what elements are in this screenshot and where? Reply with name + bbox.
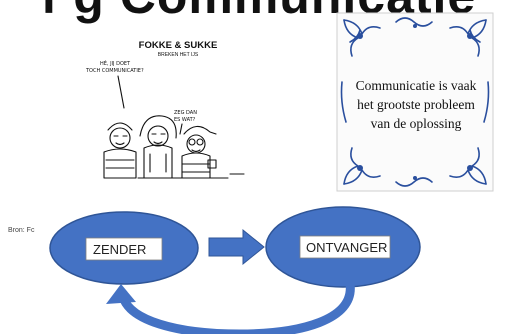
cartoon-heading: FOKKE & SUKKE <box>139 40 218 51</box>
delft-tile <box>336 12 494 192</box>
receiver-label-box <box>299 235 391 259</box>
receiver-label: ONTVANGER <box>306 240 387 255</box>
forward-arrow <box>208 228 265 266</box>
cartoon-bubble-right-1: ZEG DAN <box>174 110 197 116</box>
fokke-sukke-cartoon: FOKKE & SUKKE BREKEN HET IJS HÉ, JIJ DOE… <box>85 40 245 179</box>
cartoon-bubble-left-1: HÉ, JIJ DOET <box>100 59 131 67</box>
feedback-arrowhead <box>106 284 136 304</box>
sender-label-box <box>85 237 163 261</box>
cartoon-bubble-left-2: TOCH COMMUNICATIE? <box>85 68 144 74</box>
sender-label: ZENDER <box>93 242 146 257</box>
cartoon-subheading: BREKEN HET IJS <box>158 52 199 58</box>
tile-quote: Communicatie is vaak het grootste proble… <box>347 76 485 133</box>
tile-quote-line-1: Communicatie is vaak <box>355 78 477 93</box>
tile-ornament-dots <box>357 24 473 180</box>
source-label: Bron: Fc <box>8 227 35 234</box>
communication-diagram: ZENDER ONTVANGER <box>49 206 421 334</box>
tile-quote-line-3: van de oplossing <box>370 116 462 131</box>
cartoon-bubble-right-2: ES WAT? <box>174 117 196 123</box>
cartoon-drawing <box>103 75 245 179</box>
feedback-arrow <box>118 283 355 334</box>
tile-quote-line-2: het grootste probleem <box>357 97 475 112</box>
